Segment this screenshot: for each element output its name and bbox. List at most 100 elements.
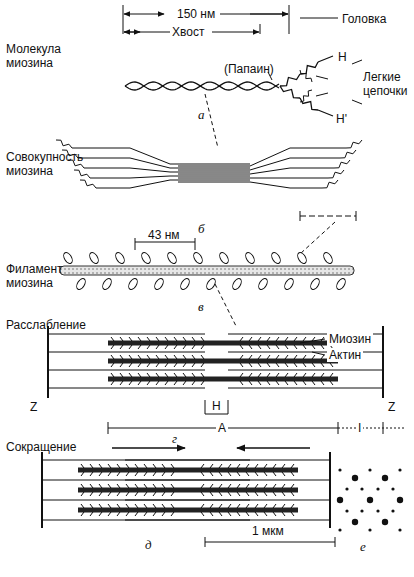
myosin-head <box>346 140 362 148</box>
dimension-tick <box>195 238 196 250</box>
cross-bridge <box>117 492 120 496</box>
cross-bridge <box>90 472 93 476</box>
dimension-line <box>124 32 170 33</box>
guide-dashed <box>205 94 218 148</box>
cross-bridge <box>138 337 141 341</box>
cross-bridge <box>81 464 84 468</box>
myosin-head <box>322 251 334 265</box>
myosin-head <box>74 170 90 178</box>
cross-bridge <box>129 345 132 349</box>
cross-bridge <box>282 472 285 476</box>
cross-bridge <box>165 381 168 385</box>
cross-bridge <box>192 337 195 341</box>
cross-bridge <box>156 345 159 349</box>
cross-bridge <box>183 381 186 385</box>
cross-bridge <box>201 512 204 516</box>
myosin-head <box>283 277 295 291</box>
cross-bridge <box>183 355 186 359</box>
cross-bridge <box>201 381 204 385</box>
cross-bridge <box>144 484 147 488</box>
cross-bridge <box>129 381 132 385</box>
cross-bridge <box>240 373 243 377</box>
cross-bridge <box>249 345 252 349</box>
cross-bridge <box>237 492 240 496</box>
cross-bridge <box>126 512 129 516</box>
cross-bridge <box>90 492 93 496</box>
leader-line <box>312 352 325 355</box>
part-label: Хвост <box>172 25 204 39</box>
cross-bridge <box>117 512 120 516</box>
actin-filament <box>48 388 205 389</box>
cross-bridge <box>258 363 261 367</box>
myosin-strand <box>178 178 328 179</box>
myosin-strand <box>72 148 250 164</box>
myosin-head <box>231 277 243 291</box>
cross-bridge <box>255 472 258 476</box>
bracket <box>228 400 229 414</box>
cross-bridge <box>162 484 165 488</box>
chain-label: H <box>338 50 347 64</box>
cross-bridge <box>273 472 276 476</box>
cross-bridge <box>285 381 288 385</box>
cross-bridge <box>210 504 213 508</box>
cross-bridge <box>81 484 84 488</box>
cross-bridge <box>246 492 249 496</box>
cross-bridge <box>129 337 132 341</box>
cross-bridge <box>237 464 240 468</box>
cross-bridge <box>219 472 222 476</box>
scale-bar <box>205 537 206 547</box>
cross-bridge <box>90 512 93 516</box>
myosin-dot <box>367 497 373 503</box>
z-line <box>329 452 331 528</box>
cross-bridge <box>129 363 132 367</box>
actin-filament <box>125 520 330 521</box>
row-title: Молекула миозина <box>6 42 98 70</box>
cross-bridge <box>258 373 261 377</box>
cross-bridge <box>201 355 204 359</box>
dimension-tick <box>260 24 261 34</box>
leader-line <box>300 339 325 343</box>
cross-bridge <box>303 345 306 349</box>
panel-letter: б <box>198 222 205 236</box>
cross-bridge <box>138 363 141 367</box>
myosin-strand <box>96 180 250 188</box>
cross-bridge <box>273 492 276 496</box>
myosin-head <box>88 251 100 265</box>
cross-bridge <box>117 464 120 468</box>
bracket <box>338 428 405 429</box>
panel-letter: а <box>198 108 205 122</box>
cross-bridge <box>156 381 159 385</box>
cross-bridge <box>171 484 174 488</box>
cross-bridge <box>264 504 267 508</box>
cross-bridge <box>90 484 93 488</box>
row-title: Филамент миозина <box>6 262 98 290</box>
cross-bridge <box>228 464 231 468</box>
myosin-head <box>218 251 230 265</box>
dimension-line <box>250 14 288 15</box>
bracket <box>356 211 357 221</box>
cross-bridge <box>129 373 132 377</box>
z-line <box>41 452 43 528</box>
cross-bridge <box>165 345 168 349</box>
cross-bridge <box>156 363 159 367</box>
cross-bridge <box>117 484 120 488</box>
cross-bridge <box>321 381 324 385</box>
z-line <box>47 326 49 398</box>
cross-bridge <box>174 337 177 341</box>
cross-bridge <box>312 363 315 367</box>
cross-bridge <box>267 373 270 377</box>
cross-bridge <box>120 381 123 385</box>
myosin-strand <box>178 168 334 174</box>
cross-bridge <box>285 345 288 349</box>
actin-dot <box>376 487 379 490</box>
myosin-head <box>334 160 350 168</box>
cross-bridge <box>90 464 93 468</box>
myosin-head <box>56 140 72 148</box>
myosin-head <box>340 150 356 158</box>
cross-bridge <box>282 492 285 496</box>
cross-bridge <box>120 363 123 367</box>
cross-bridge <box>273 464 276 468</box>
cross-bridge <box>126 492 129 496</box>
cross-bridge <box>312 355 315 359</box>
cross-bridge <box>330 363 333 367</box>
